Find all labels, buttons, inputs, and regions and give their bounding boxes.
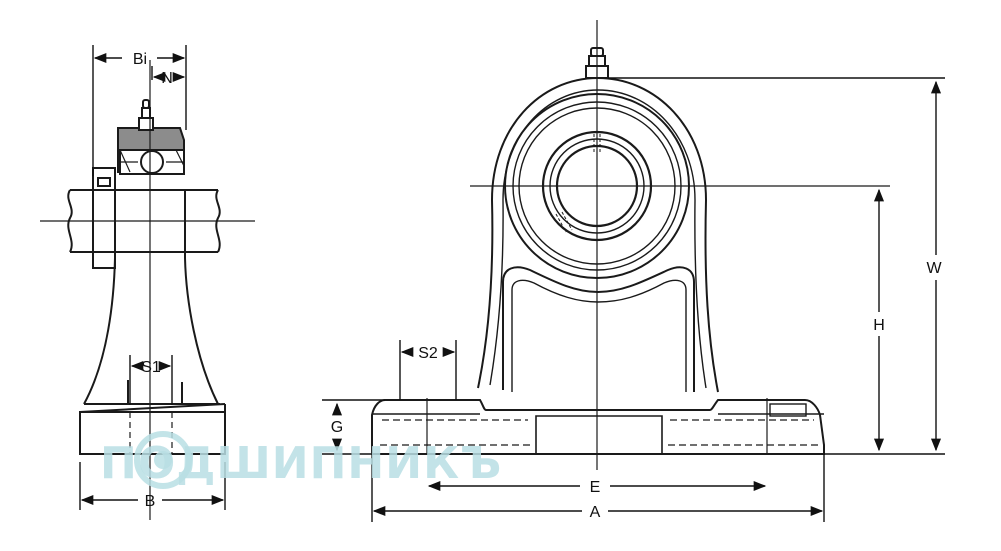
front-base: [371, 398, 825, 455]
grease-nipple-side: [138, 99, 154, 131]
dim-label-a: A: [590, 504, 601, 521]
watermark-text: ПОДШИПНИКЪ: [100, 438, 502, 489]
insert-bearing: [92, 127, 185, 269]
front-view-dimensions: [322, 77, 945, 522]
front-view: [371, 20, 890, 470]
dim-label-s2: S2: [418, 345, 438, 362]
pedestal-side: [79, 190, 226, 455]
dim-label-n: N: [161, 70, 173, 87]
shaft: [40, 189, 255, 253]
dim-label-g: G: [331, 419, 343, 436]
housing-window: [502, 266, 695, 392]
side-view-dimensions: [79, 45, 226, 510]
watermark-logo: ПОДШИПНИКЪ: [100, 431, 502, 489]
housing-outline: [477, 76, 719, 393]
side-view: [40, 60, 255, 520]
dim-label-e: E: [590, 479, 601, 496]
dim-label-s1: S1: [141, 359, 161, 376]
dim-label-h: H: [873, 317, 885, 334]
dim-label-bi: Bi: [133, 51, 147, 68]
dim-label-b: B: [145, 493, 156, 510]
dim-label-w: W: [926, 260, 942, 277]
